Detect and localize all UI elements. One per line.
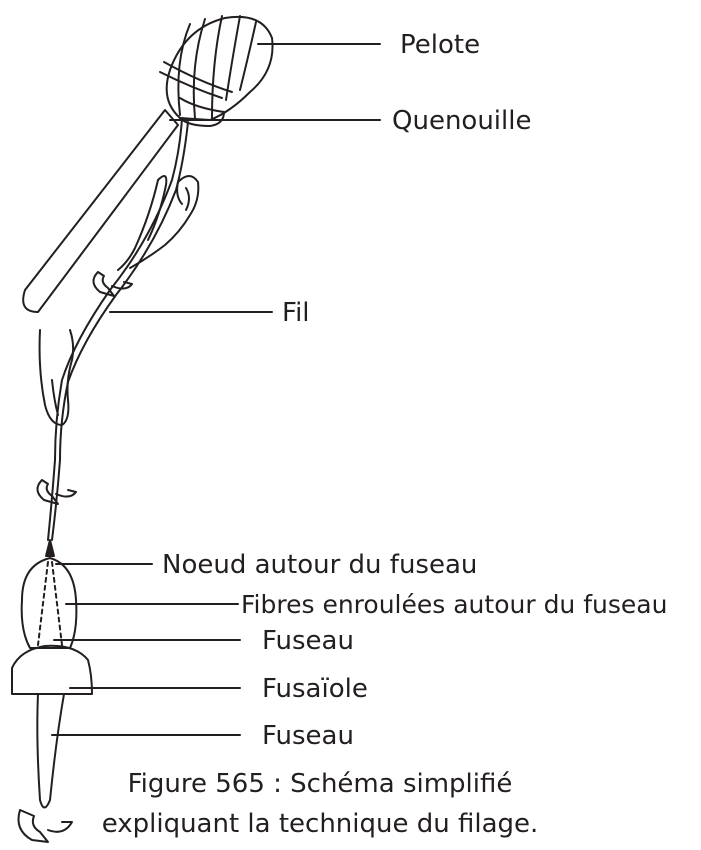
- spindle-shaft: [37, 694, 64, 808]
- right-hand: [40, 330, 74, 425]
- thread-fil: [48, 118, 182, 540]
- label-fusaiole: Fusaïole: [262, 674, 368, 704]
- caption-line-1: Figure 565 : Schéma simplifié: [100, 764, 540, 804]
- label-fibres: Fibres enroulées autour du fuseau: [241, 590, 667, 620]
- knot-noeud: [46, 540, 54, 556]
- caption-line-2: expliquant la technique du filage.: [100, 804, 540, 844]
- label-fuseau-top: Fuseau: [262, 626, 354, 656]
- fiber-ball-pelote: [160, 16, 273, 126]
- figure-caption: Figure 565 : Schéma simplifié expliquant…: [100, 764, 540, 844]
- label-noeud: Noeud autour du fuseau: [162, 550, 477, 580]
- thread-fil-twin: [52, 122, 188, 540]
- whorl-fusaiole: [12, 646, 92, 694]
- label-fuseau-bottom: Fuseau: [262, 721, 354, 751]
- distaff-stick: [23, 110, 178, 312]
- twist-arrow-upper: [93, 272, 132, 296]
- twist-arrow-bottom: [19, 810, 73, 842]
- label-quenouille: Quenouille: [392, 106, 531, 136]
- label-fil: Fil: [282, 298, 310, 328]
- label-pelote: Pelote: [400, 30, 480, 60]
